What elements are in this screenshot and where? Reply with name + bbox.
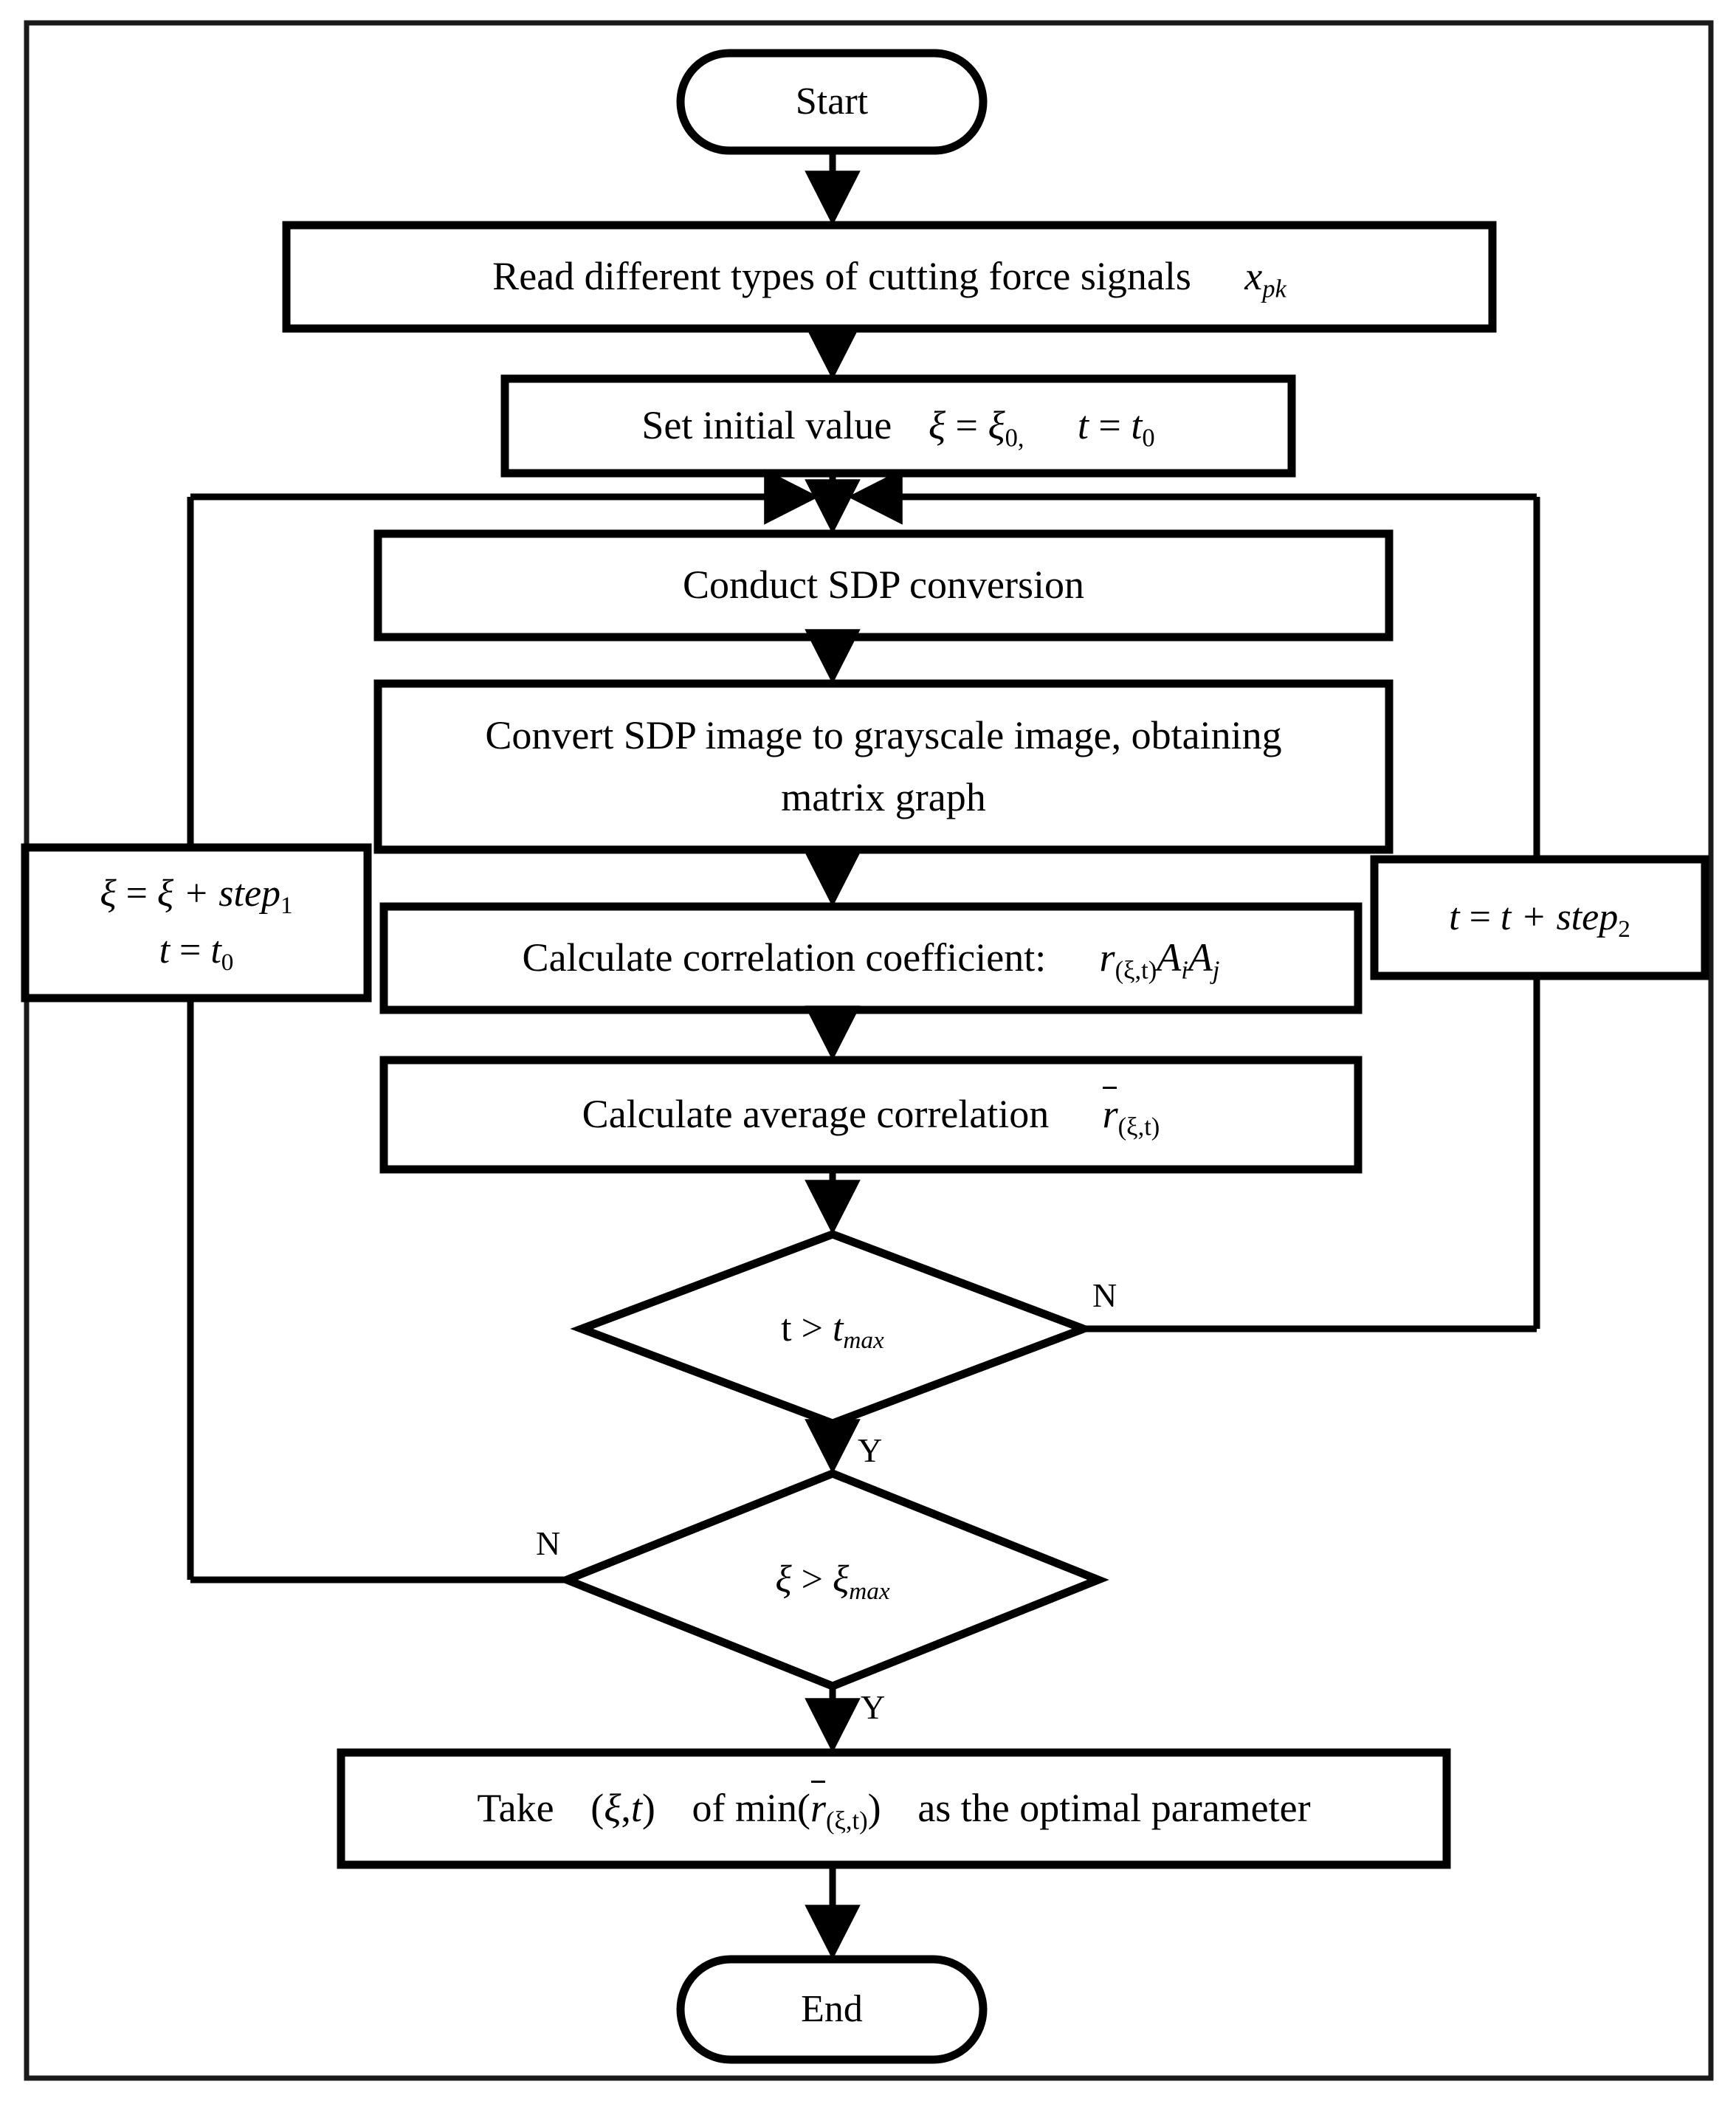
- decision-t-shape: [570, 1230, 1095, 1428]
- set-initial-shape: [500, 374, 1296, 478]
- end-terminator-shape: [676, 1955, 988, 2064]
- corr-coeff-box: [379, 902, 1363, 1014]
- start-terminator-shape: [676, 49, 988, 155]
- sdp-conversion-box: [373, 529, 1394, 642]
- step-xi-box: [21, 843, 372, 1003]
- avg-corr-box: [379, 1056, 1363, 1174]
- step-t-box: [1370, 855, 1709, 980]
- decision-xi-shape: [556, 1469, 1109, 1691]
- grayscale-box: [373, 679, 1394, 854]
- page-frame: [24, 20, 1714, 2081]
- read-signals-shape: [282, 221, 1497, 333]
- take-optimal-box: [337, 1748, 1451, 1869]
